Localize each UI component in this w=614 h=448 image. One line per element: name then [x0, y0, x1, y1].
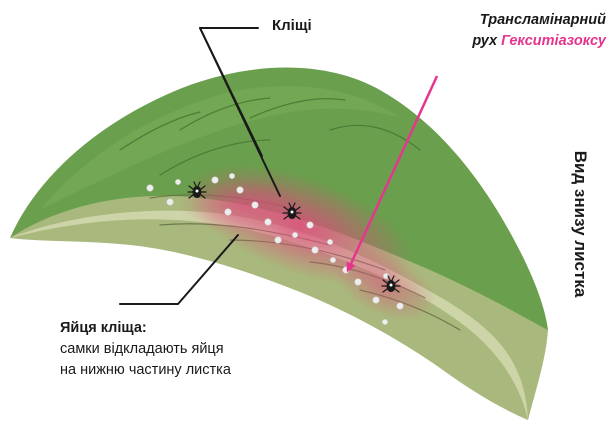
egg-dot [167, 199, 173, 205]
eggs-label: Яйця кліща: самки відкладають яйця на ни… [60, 318, 231, 381]
eggs-description-line2: на нижню частину листка [60, 360, 231, 381]
egg-dot [382, 319, 387, 324]
egg-dot [212, 177, 218, 183]
eggs-title: Яйця кліща: [60, 318, 231, 339]
egg-dot [312, 247, 318, 253]
eggs-description-line1: самки відкладають яйця [60, 339, 231, 360]
egg-dot [373, 297, 379, 303]
egg-dot [237, 187, 243, 193]
egg-dot [252, 202, 258, 208]
mites-label: Кліщі [272, 17, 312, 34]
egg-dot [355, 279, 361, 285]
translaminar-line1: Трансламінарний [480, 12, 606, 28]
egg-dot [225, 209, 231, 215]
egg-dot [275, 237, 281, 243]
translaminar-product: Гекситіазоксу [501, 33, 606, 49]
translaminar-line2-prefix: рух [472, 33, 497, 49]
egg-dot [307, 222, 313, 228]
egg-dot [147, 185, 153, 191]
side-title: Вид знизу листка [570, 151, 590, 298]
egg-dot [327, 239, 332, 244]
egg-dot [229, 173, 234, 178]
egg-dot [330, 257, 335, 262]
translaminar-label: Трансламінарний рух Гекситіазоксу [386, 10, 606, 52]
egg-dot [397, 303, 403, 309]
egg-dot [265, 219, 271, 225]
egg-dot [292, 232, 297, 237]
egg-dot [343, 267, 349, 273]
egg-dot [175, 179, 180, 184]
